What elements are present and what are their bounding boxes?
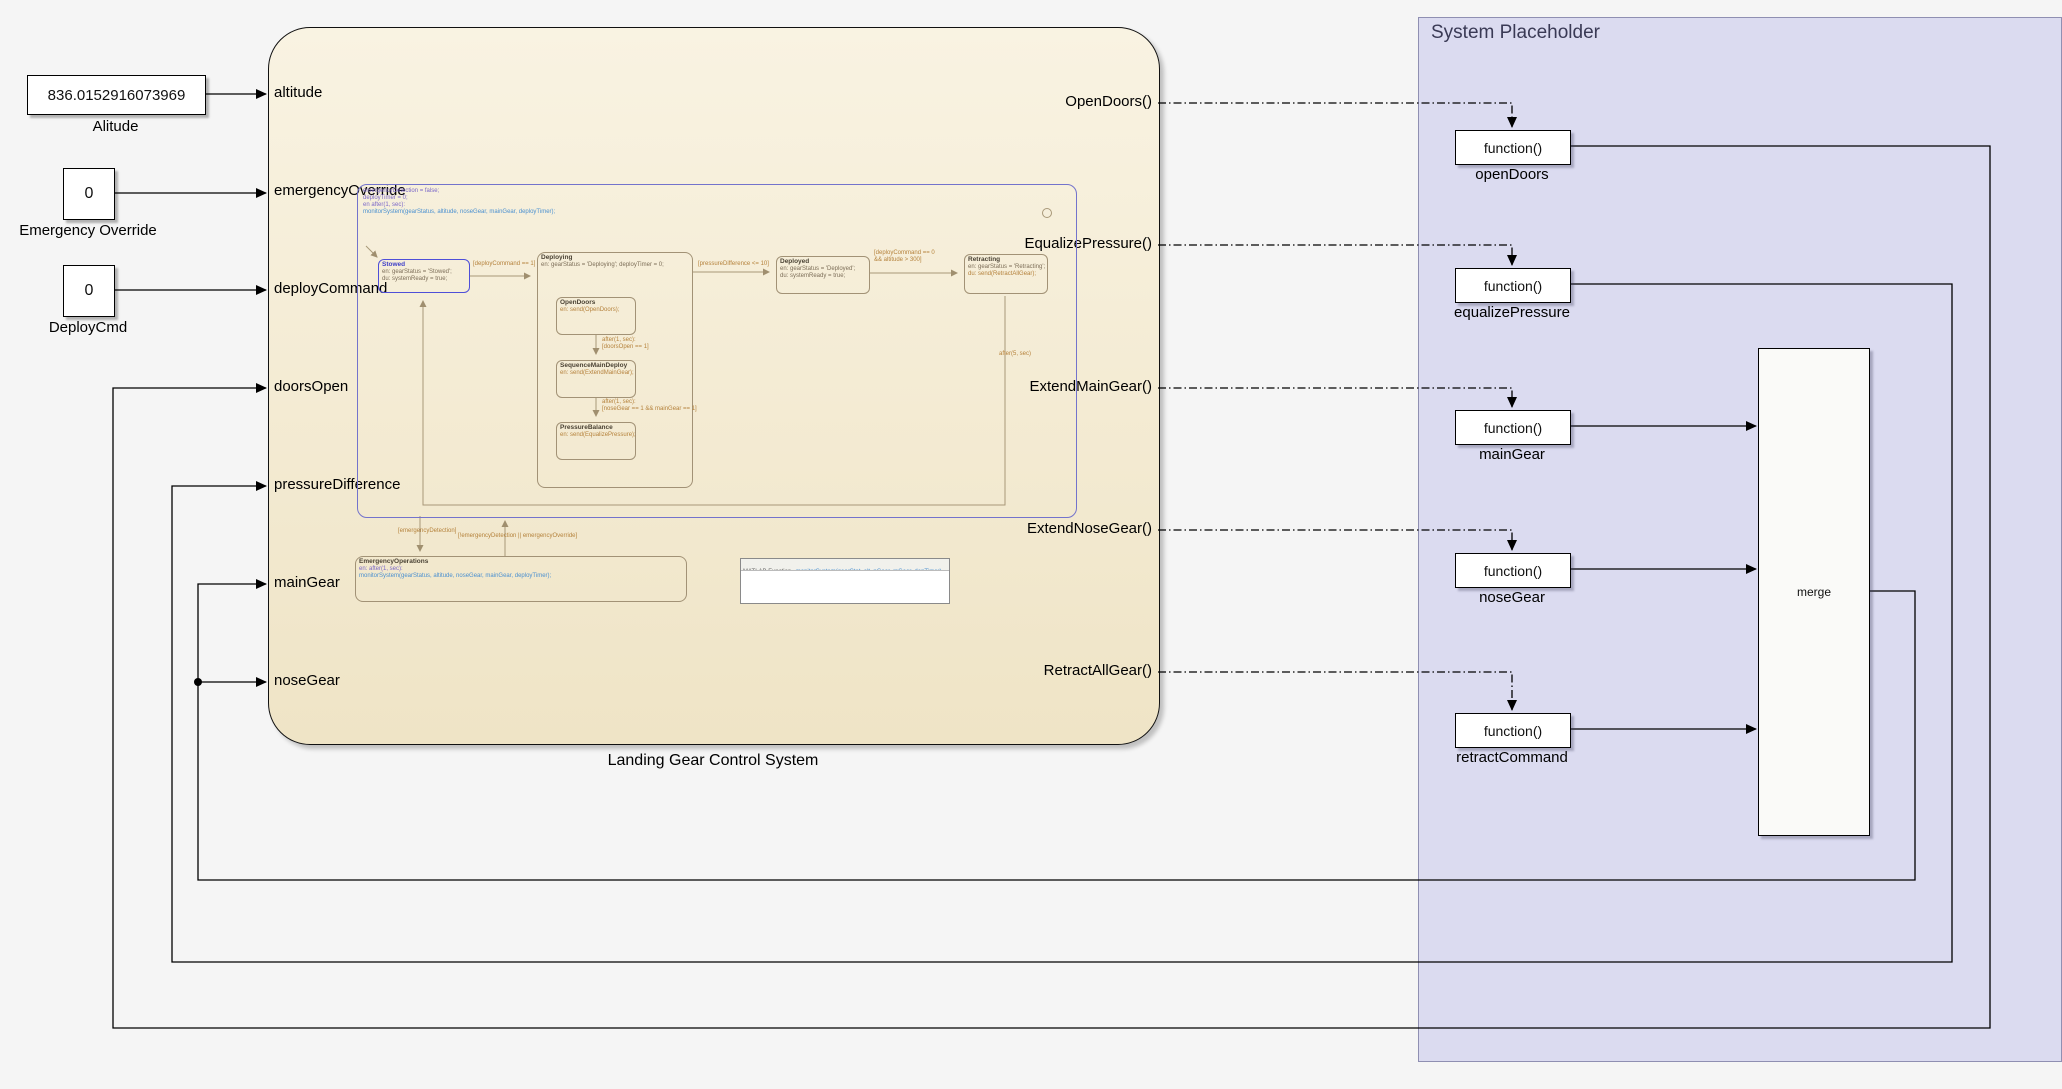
state-deploying[interactable]: Deploying en: gearStatus = 'Deploying'; … [537, 252, 693, 488]
chart-label: Landing Gear Control System [607, 752, 819, 769]
matlab-function-block[interactable]: MATLAB Function monitorSystem(gearStat, … [740, 558, 950, 604]
system-placeholder-title: System Placeholder [1431, 22, 1600, 43]
outport-retractallgear: RetractAllGear() [1043, 662, 1152, 679]
function-block-equalizepressure[interactable]: function() [1455, 268, 1571, 303]
function-block-retractcommand[interactable]: function() [1455, 713, 1571, 748]
function-port-label: function() [1483, 139, 1543, 156]
merge-block[interactable]: merge [1758, 348, 1870, 836]
inport-nosegear: noseGear [274, 672, 340, 689]
inport-maingear: mainGear [274, 574, 340, 591]
inport-doorsopen: doorsOpen [274, 378, 349, 395]
function-label-retractcommand: retractCommand [1456, 749, 1568, 766]
branch-point [194, 678, 202, 686]
constant-altitude-value: 836.0152916073969 [47, 86, 186, 104]
matlab-fn-header: MATLAB Function [743, 569, 791, 570]
state-deployed[interactable]: Deployed en: gearStatus = 'Deployed'; du… [776, 256, 870, 294]
function-block-opendoors[interactable]: function() [1455, 130, 1571, 165]
constant-deploycmd-label: DeployCmd [48, 319, 128, 336]
matlab-fn-signature: monitorSystem(gearStat, alt, nGear, mGea… [796, 569, 942, 570]
state-retracting[interactable]: Retracting en: gearStatus = 'Retracting'… [964, 254, 1048, 294]
function-label-opendoors: openDoors [1475, 166, 1549, 183]
state-opendoors[interactable]: OpenDoors en: send(OpenDoors); [556, 297, 636, 335]
function-label-nosegear: noseGear [1479, 589, 1545, 606]
constant-emergency-override[interactable]: 0 [63, 168, 115, 220]
transition-label-retractcond: [deployCommand == 0 && altitude > 300] [874, 250, 935, 263]
function-port-label: function() [1483, 562, 1543, 579]
function-block-nosegear[interactable]: function() [1455, 553, 1571, 588]
state-machine-container[interactable] [357, 184, 1077, 518]
state-sequencedeploy[interactable]: SequenceMainDeploy en: send(ExtendMainGe… [556, 360, 636, 398]
inport-emergencyoverride: emergencyOverride [274, 182, 406, 199]
function-label-maingear: mainGear [1479, 446, 1545, 463]
transition-label-deploycmd: [deployCommand == 1] [473, 261, 536, 267]
merge-label: merge [1796, 585, 1831, 599]
inport-altitude: altitude [274, 84, 323, 101]
state-emergencyoperations[interactable]: EmergencyOperations en: after(1, sec): m… [355, 556, 687, 602]
transition-label-pressureok: [pressureDifference <= 10] [698, 261, 769, 267]
constant-emergency-override-label: Emergency Override [19, 222, 157, 239]
container-entry-actions: emergencyDetection = false; deployTimer … [363, 188, 556, 215]
outport-extendnosegear: ExtendNoseGear() [1026, 520, 1152, 537]
constant-emergency-override-value: 0 [84, 185, 94, 202]
function-label-equalizepressure: equalizePressure [1454, 304, 1570, 321]
function-block-maingear[interactable]: function() [1455, 410, 1571, 445]
outport-extendmaingear: ExtendMainGear() [1029, 378, 1152, 395]
constant-altitude-label: Alitude [92, 118, 139, 135]
function-port-label: function() [1483, 722, 1543, 739]
constant-altitude[interactable]: 836.0152916073969 [27, 75, 206, 115]
transition-label-emergencyexit: [!emergencyDetection || emergencyOverrid… [458, 533, 578, 539]
function-port-label: function() [1483, 277, 1543, 294]
outport-opendoors: OpenDoors() [1065, 93, 1152, 110]
inport-deploycommand: deployCommand [274, 280, 388, 297]
outport-equalizepressure: EqualizePressure() [1024, 235, 1152, 252]
state-pressurebalance[interactable]: PressureBalance en: send(EqualizePressur… [556, 422, 636, 460]
inport-pressuredifference: pressureDifference [274, 476, 401, 493]
constant-deploycmd[interactable]: 0 [63, 265, 115, 317]
function-port-label: function() [1483, 419, 1543, 436]
transition-label-emergency: [emergencyDetection] [398, 528, 457, 534]
transition-label-sub2: after(1, sec): [noseGear == 1 && mainGea… [602, 399, 697, 412]
transition-label-after5: after(5, sec) [999, 351, 1032, 357]
constant-deploycmd-value: 0 [84, 282, 94, 299]
state-stowed[interactable]: Stowed en: gearStatus = 'Stowed'; du: sy… [378, 259, 470, 293]
transition-label-sub1: after(1, sec): [doorsOpen == 1] [602, 337, 649, 350]
